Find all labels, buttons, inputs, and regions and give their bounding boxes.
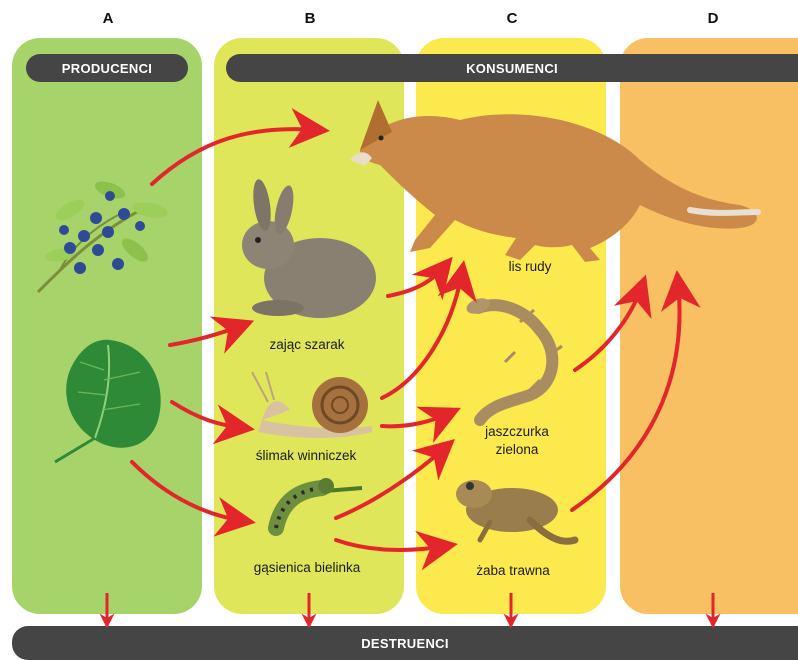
- arrow-lizard-d: [575, 286, 642, 370]
- arrow-blueberry-fox: [152, 129, 318, 184]
- arrow-leaf-hare: [170, 325, 243, 345]
- lizard-icon: [464, 295, 562, 420]
- arrow-hare-fox: [388, 266, 445, 296]
- decomposer-arrows: [107, 593, 713, 624]
- arrow-caterpillar-frog: [336, 540, 446, 550]
- leaf-icon: [55, 340, 161, 462]
- caterpillar-icon: [276, 478, 362, 528]
- label-hare: zając szarak: [252, 336, 362, 353]
- fox-icon: [350, 100, 758, 262]
- label-lizard-line1: jaszczurka: [462, 423, 572, 440]
- label-caterpillar: gąsienica bielinka: [232, 559, 382, 576]
- arrow-leaf-snail: [172, 402, 243, 428]
- frog-icon: [456, 480, 575, 541]
- snail-icon: [252, 372, 372, 438]
- arrow-snail-lizard: [382, 413, 450, 426]
- hare-icon: [242, 178, 376, 318]
- arrow-leaf-caterpillar: [132, 462, 244, 521]
- arrow-snail-fox: [382, 272, 462, 398]
- blueberry-icon: [38, 178, 169, 292]
- label-fox: lis rudy: [490, 258, 570, 275]
- label-snail: ślimak winniczek: [236, 447, 376, 464]
- label-lizard-line2: zielona: [462, 441, 572, 458]
- label-frog: żaba trawna: [458, 562, 568, 579]
